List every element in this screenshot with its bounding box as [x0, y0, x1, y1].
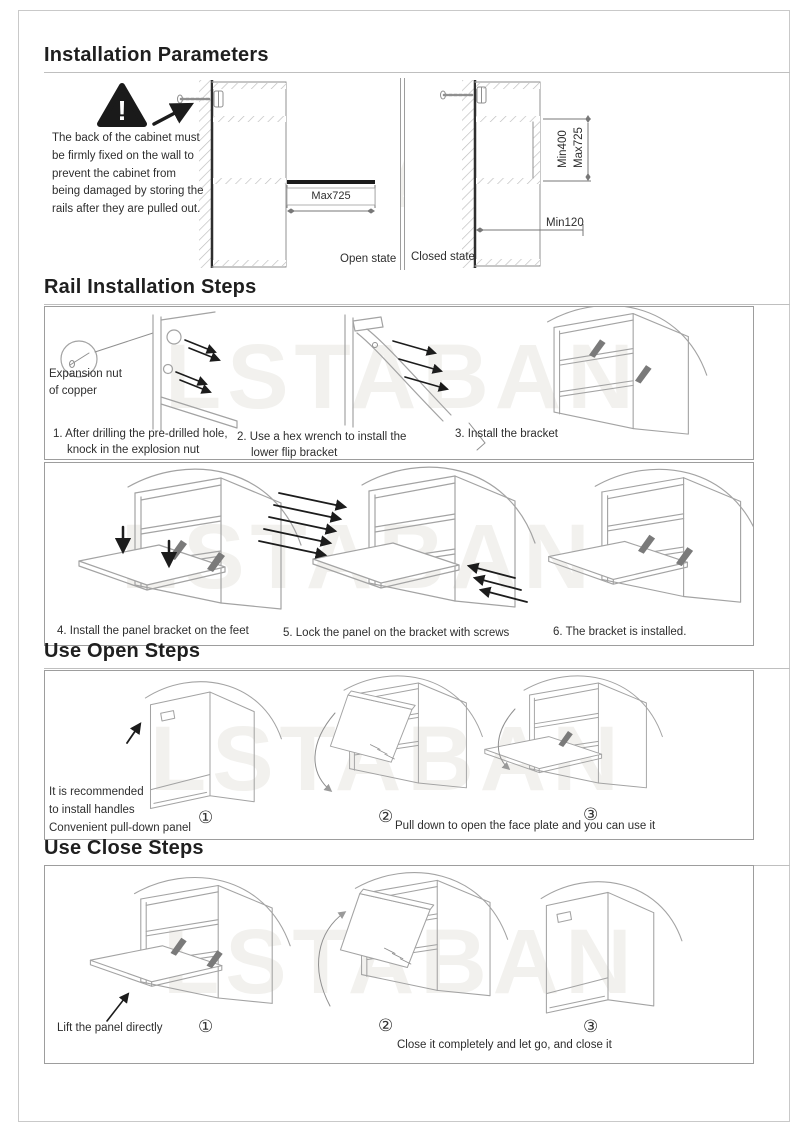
- expansion-nut-callout-line1: Expansion nut: [49, 368, 122, 380]
- min120-dimension: [476, 224, 584, 236]
- swing-down-arrow-icon: [497, 708, 516, 771]
- arrow-to-anchor-icon: [152, 102, 195, 126]
- lift-arrow-icon: [106, 992, 130, 1022]
- max725-dimension: [286, 185, 376, 214]
- close-step1-diagram: [89, 876, 291, 1022]
- open-step2-number: ②: [378, 807, 394, 826]
- warning-text: The back of the cabinet must be firmly f…: [52, 132, 204, 216]
- close-caption: Close it completely and let go, and clos…: [397, 1039, 612, 1051]
- step5-caption: 5. Lock the panel on the bracket with sc…: [283, 627, 510, 639]
- shelf-hatch-bands: [213, 83, 286, 266]
- swing-up-arrow-icon: [318, 911, 347, 1007]
- open-state-diagram: !: [97, 80, 376, 268]
- section-heading-rail-installation-steps: Rail Installation Steps: [44, 276, 790, 305]
- open-panel-dimension-label: Max725: [311, 190, 351, 202]
- cabinet-outline: [211, 81, 287, 268]
- wall-hatch: [462, 80, 475, 268]
- use-close-diagrams: [89, 872, 683, 1022]
- open-note-line1: It is recommended: [49, 786, 144, 798]
- rail-steps-row2-diagrams: [78, 466, 753, 610]
- open-note-line2: to install handles: [49, 804, 135, 816]
- shelf-hatch-bands: [476, 83, 540, 265]
- height-dimension: [543, 115, 591, 182]
- hex-key-icon: [468, 422, 486, 451]
- close-step2-number: ②: [378, 1016, 394, 1035]
- close-step3-number: ③: [583, 1017, 599, 1036]
- open-step1-number: ①: [198, 808, 214, 827]
- open-note-line3: Convenient pull-down panel: [49, 822, 191, 834]
- handle-arrow-icon: [126, 722, 142, 744]
- expansion-nut-callout-line2: of copper: [49, 385, 97, 397]
- closed-state-panel: Min400 Max725 Min120 Closed state: [404, 78, 752, 270]
- closed-state-diagram: [440, 80, 591, 268]
- step4-caption: 4. Install the panel bracket on the feet: [57, 625, 249, 637]
- open-step3-diagram: [484, 675, 663, 789]
- use-open-diagrams: [126, 675, 663, 810]
- min120-label: Min120: [546, 217, 584, 229]
- min400-label: Min400: [556, 130, 569, 168]
- rail-steps-row1-diagrams: [60, 307, 708, 451]
- section-heading-installation-parameters: Installation Parameters: [44, 44, 790, 73]
- open-step3-number: ③: [583, 805, 599, 824]
- step2-caption-line2: lower flip bracket: [251, 447, 338, 459]
- cabinet-outline: [474, 81, 541, 267]
- close-step1-number: ①: [198, 1017, 214, 1036]
- installation-parameters-panel: LSTABAN: [44, 78, 752, 270]
- warning-icon: !: [97, 83, 147, 127]
- wall-hatch: [199, 80, 212, 268]
- close-step2-diagram: [318, 872, 509, 1007]
- swing-down-arrow-icon: [314, 712, 336, 793]
- section-heading-use-close-steps: Use Close Steps: [44, 837, 790, 866]
- open-step2-diagram: [314, 675, 483, 793]
- step6-diagram: [548, 468, 753, 603]
- open-caption: Pull down to open the face plate and you…: [395, 820, 656, 832]
- rail-steps-row2-panel: LSTABAN: [44, 462, 754, 646]
- open-step1-diagram: [126, 681, 282, 810]
- step5-diagram: [258, 466, 536, 608]
- section-heading-use-open-steps: Use Open Steps: [44, 640, 790, 669]
- open-state-panel: ! The back of the cabinet must be firmly…: [44, 78, 401, 270]
- step2-caption-line1: 2. Use a hex wrench to install the: [237, 431, 407, 443]
- step3-diagram: [547, 307, 708, 435]
- use-close-steps-panel: LSTABAN: [44, 865, 754, 1064]
- step1-caption-line1: 1. After drilling the pre-drilled hole,: [53, 428, 228, 440]
- use-open-steps-panel: LSTABAN: [44, 670, 754, 840]
- step4-diagram: [78, 468, 302, 610]
- wall-anchor-screw-icon: [440, 86, 487, 104]
- close-step3-diagram: [540, 881, 683, 1014]
- step3-caption: 3. Install the bracket: [455, 428, 558, 440]
- closed-state-label: Closed state: [411, 251, 475, 263]
- step1-diagram: [60, 311, 238, 432]
- rail-steps-row1-panel: LSTABAN: [44, 306, 754, 460]
- close-label: Lift the panel directly: [57, 1022, 163, 1034]
- warning-exclamation: !: [117, 95, 126, 126]
- step6-caption: 6. The bracket is installed.: [553, 626, 687, 638]
- open-state-label: Open state: [340, 253, 397, 265]
- max725-label: Max725: [572, 127, 585, 168]
- step1-caption-line2: knock in the explosion nut: [67, 444, 200, 456]
- step2-diagram: [344, 314, 486, 451]
- closed-height-dimension-label: Min400 Max725: [556, 127, 587, 168]
